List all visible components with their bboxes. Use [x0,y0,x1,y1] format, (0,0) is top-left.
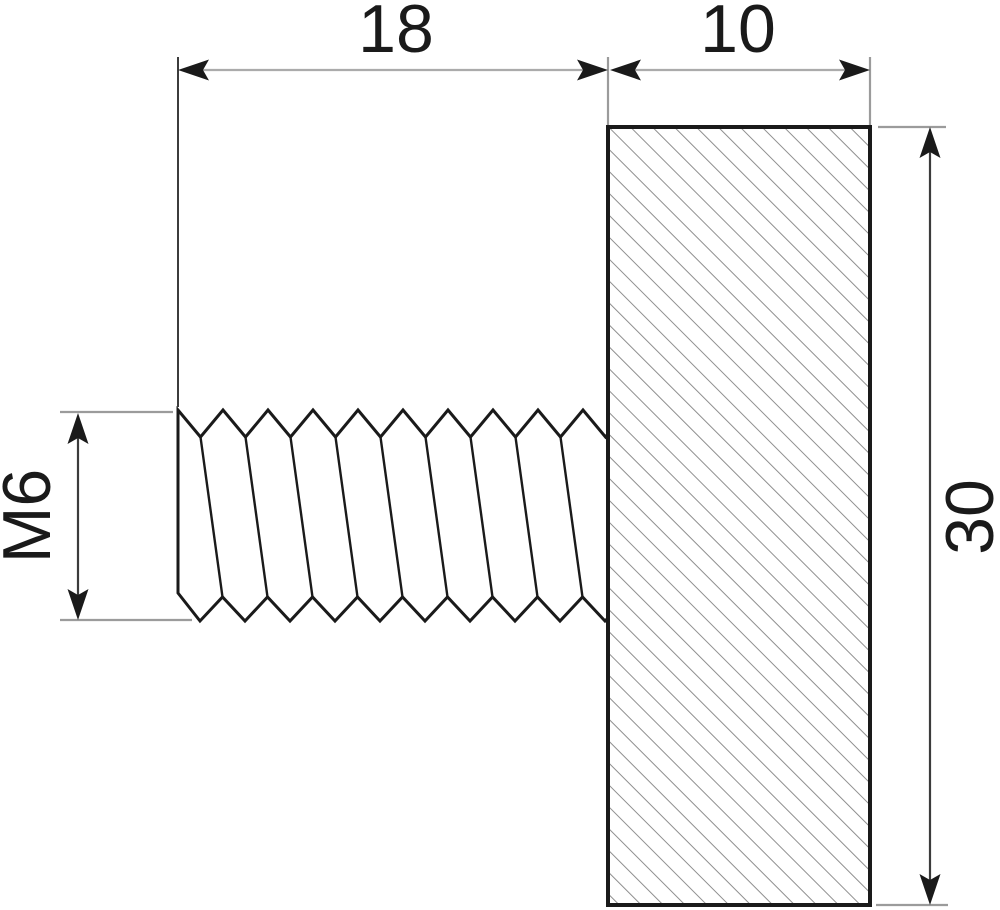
hatched-section-rect [606,125,872,907]
arrowhead-right-icon [839,59,870,81]
dimension-label-18: 18 [358,0,434,67]
dimension-thread-size: M6 [0,410,192,622]
thread-profile [176,405,610,624]
arrowhead-up-icon [919,127,941,158]
thread-flank-line [334,436,359,598]
dimension-thread-length: 18 [177,0,610,407]
dimension-label-m6: M6 [0,469,65,563]
thread-flank-line [379,436,404,598]
arrowhead-up-icon [67,413,89,444]
thread-flank-line [289,436,314,598]
arrowhead-left-icon [178,59,209,81]
thread-outline [176,405,610,624]
thread-flank-line [514,436,539,598]
arrowhead-left-icon [610,59,641,81]
dimension-label-30: 30 [932,479,1000,555]
thread-flank-line [244,436,269,598]
thread-flank-line [199,436,224,598]
thread-flank-line [559,436,584,598]
thread-flank-line [469,436,494,598]
body-cross-section [606,125,872,907]
dimension-label-10: 10 [700,0,776,67]
arrowhead-down-icon [919,874,941,905]
dimension-body-width: 10 [610,0,872,125]
arrowhead-right-icon [577,59,608,81]
thread-flank-line [424,436,449,598]
thread-flank-lines [199,436,584,598]
arrowhead-down-icon [67,589,89,620]
dimension-body-height: 30 [876,125,1000,907]
